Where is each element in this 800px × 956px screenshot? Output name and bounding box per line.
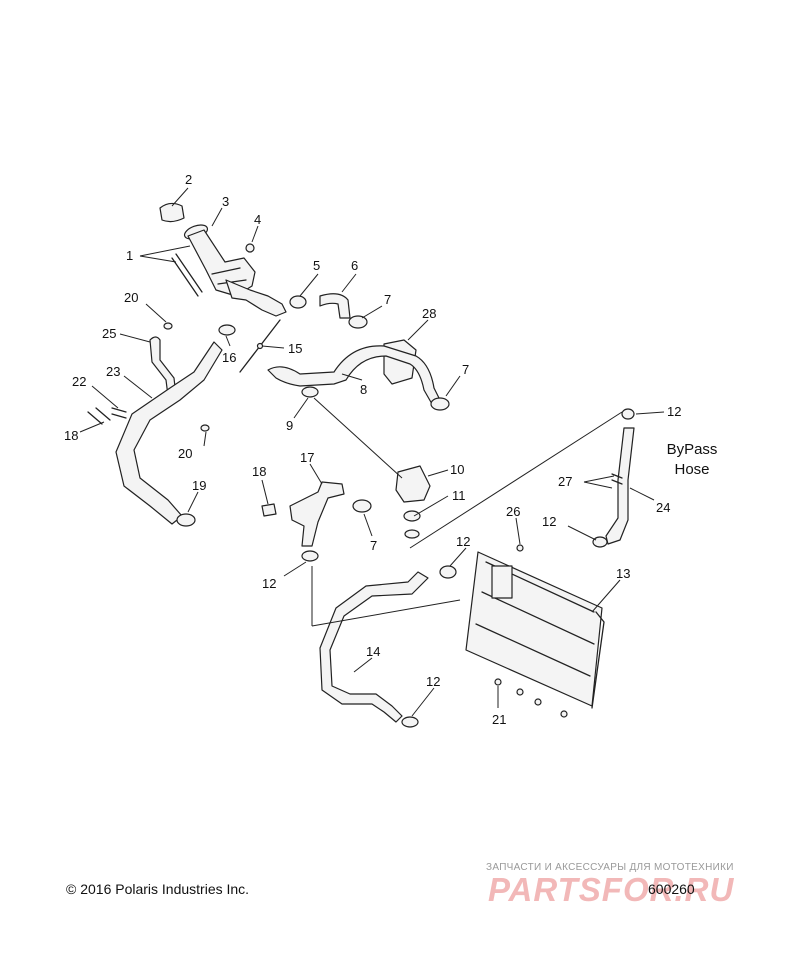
part-18-screws-a (87, 407, 111, 425)
callout-5: 5 (313, 258, 320, 273)
part-5-hose-clamp (289, 295, 307, 309)
callout-19: 19 (192, 478, 206, 493)
part-17-tee-hose (289, 481, 345, 547)
callout-3: 3 (222, 194, 229, 209)
callout-7: 7 (462, 362, 469, 377)
part-21-fasteners (494, 678, 568, 718)
callout-25: 25 (102, 326, 116, 341)
callout-15: 15 (288, 341, 302, 356)
callout-18: 18 (64, 428, 78, 443)
callout-24: 24 (656, 500, 670, 515)
callout-6: 6 (351, 258, 358, 273)
callout-14: 14 (366, 644, 380, 659)
part-16-clamp (218, 324, 236, 336)
callout-20: 20 (124, 290, 138, 305)
callout-4: 4 (254, 212, 261, 227)
callout-23: 23 (106, 364, 120, 379)
part-15-tie-strap (239, 319, 281, 373)
callout-1: 1 (126, 248, 133, 263)
part-8-coolant-pipe (267, 345, 441, 405)
callout-7: 7 (370, 538, 377, 553)
callout-12: 12 (262, 576, 276, 591)
part-22-fittings (111, 407, 127, 419)
callout-18: 18 (252, 464, 266, 479)
part-12-clamp-b (621, 408, 635, 420)
part-7-clamp-c (352, 499, 372, 513)
callout-16: 16 (222, 350, 236, 365)
part-7-clamp-a (348, 315, 368, 329)
callout-7: 7 (384, 292, 391, 307)
callout-8: 8 (360, 382, 367, 397)
part-18-plug-b (261, 503, 277, 517)
bypass-note-line2: Hose (674, 461, 709, 478)
part-6-elbow-hose (319, 293, 351, 319)
watermark-tagline: ЗАПЧАСТИ И АКСЕССУАРЫ ДЛЯ МОТОТЕХНИКИ (486, 862, 734, 873)
part-filler-housing (225, 279, 287, 317)
drawing-number: 600260 (648, 881, 695, 897)
callout-2: 2 (185, 172, 192, 187)
part-13-radiator (465, 551, 605, 709)
callout-21: 21 (492, 712, 506, 727)
bypass-note-line1: ByPass (667, 441, 718, 458)
callout-12: 12 (456, 534, 470, 549)
watermark-logo: PARTSFOR.RU (488, 871, 735, 908)
callout-13: 13 (616, 566, 630, 581)
part-14-lower-hose (319, 571, 429, 723)
part-7-clamp-b (430, 397, 450, 411)
part-20-grommet-a (163, 322, 173, 330)
part-10-thermostat-housing (395, 465, 431, 503)
part-26-fastener (516, 544, 524, 552)
callout-11: 11 (452, 488, 466, 503)
part-19-clamp (176, 513, 196, 527)
callout-12: 12 (426, 674, 440, 689)
part-2-radiator-cap (159, 202, 185, 223)
leader-lines (79, 187, 665, 717)
part-4-fastener (245, 243, 255, 253)
callout-28: 28 (422, 306, 436, 321)
part-12-clamp-e (401, 716, 419, 728)
callout-labels: 2 3 4 1 5 6 7 28 20 25 16 15 7 8 22 23 9… (64, 172, 717, 727)
callout-20: 20 (178, 446, 192, 461)
part-27-fittings (611, 473, 623, 485)
callout-12: 12 (667, 404, 681, 419)
part-12-clamp-c (592, 536, 608, 548)
part-11-gasket (403, 510, 421, 539)
callout-26: 26 (506, 504, 520, 519)
callout-27: 27 (558, 474, 572, 489)
part-1-overflow-tube (171, 253, 203, 297)
callout-10: 10 (450, 462, 464, 477)
part-9-clamp (301, 386, 319, 398)
part-20-grommet-b (200, 424, 210, 432)
part-12-clamp-a (301, 550, 319, 562)
callout-9: 9 (286, 418, 293, 433)
part-24-bypass-hose (605, 427, 635, 545)
callout-22: 22 (72, 374, 86, 389)
part-3-filler-neck (183, 224, 256, 297)
copyright-notice: © 2016 Polaris Industries Inc. (66, 881, 250, 897)
part-12-clamp-d (439, 565, 457, 579)
callout-17: 17 (300, 450, 314, 465)
callout-12: 12 (542, 514, 556, 529)
